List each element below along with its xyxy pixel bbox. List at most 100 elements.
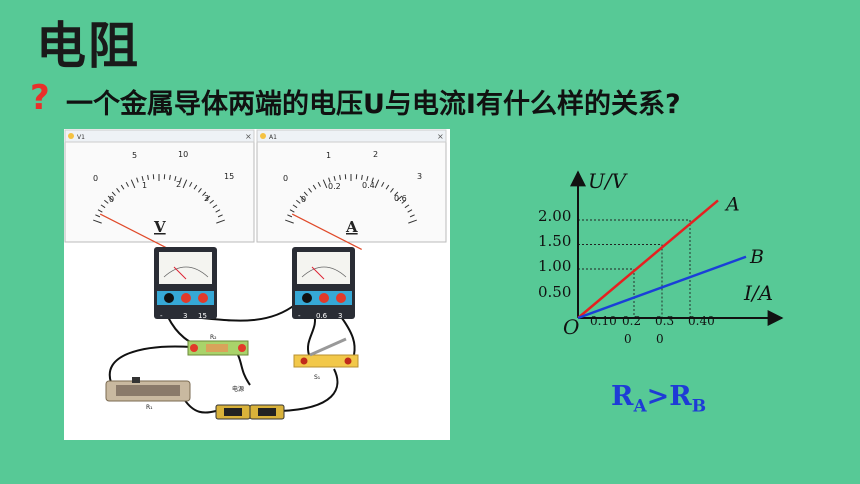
meter-tick — [182, 179, 188, 189]
y-axis-label: U/V — [588, 169, 629, 193]
meter-tick — [169, 174, 171, 180]
ammeter-scale-bottom-0: 0 — [301, 195, 306, 204]
bench-voltmeter: - 3 15 — [154, 247, 217, 320]
meter-tick — [408, 219, 417, 224]
bench-ammeter-terminal-3: 3 — [338, 312, 342, 320]
switch-s1: S₁ — [293, 337, 359, 381]
y-tick-0-50: 0.50 — [538, 283, 571, 301]
ammeter-needle — [291, 213, 362, 250]
meter-tick — [322, 179, 328, 189]
meter-tick — [308, 188, 312, 193]
series-b-line — [577, 255, 747, 320]
meter-tick — [130, 179, 136, 189]
meter-tick — [198, 188, 202, 193]
meter-tick — [216, 219, 225, 224]
meter-tick — [116, 188, 120, 193]
meter-tick — [317, 181, 321, 187]
meter-tick — [385, 184, 390, 190]
rheostat-r1-label: R₁ — [146, 404, 153, 411]
ammeter-frame — [256, 129, 447, 243]
meter-tick — [107, 195, 114, 202]
ammeter-scale-bottom-04: 0.4 — [362, 181, 375, 190]
voltmeter-scale-top-0: 0 — [93, 174, 98, 183]
battery-label: 电源 — [232, 385, 244, 393]
ammeter-titlebar — [256, 129, 447, 143]
ammeter-scale — [285, 174, 417, 224]
meter-tick — [381, 181, 385, 187]
ammeter-close-icon[interactable]: × — [437, 132, 444, 141]
voltmeter-scale-bottom-2: 2 — [176, 180, 181, 189]
meter-tick — [215, 209, 221, 213]
meter-tick — [97, 209, 103, 213]
x-tick-0-2-wrap: 0 — [624, 332, 632, 346]
x-tick-0-3-wrap: 0 — [656, 332, 664, 346]
meter-tick — [312, 184, 317, 190]
series-b-label: B — [749, 246, 764, 268]
page-title: 电阻 — [36, 17, 140, 75]
meter-tick — [401, 199, 406, 204]
origin-label: O — [563, 315, 579, 339]
result-formula: RA>RB — [611, 381, 706, 416]
meter-tick — [217, 214, 223, 218]
result-r-a: R — [611, 381, 634, 412]
meter-tick — [303, 191, 308, 197]
meter-tick — [202, 191, 207, 197]
meter-tick — [394, 191, 399, 197]
resistor-r2: R₂ — [187, 334, 249, 356]
voltmeter-scale-top-10: 10 — [178, 150, 188, 159]
question-text: 一个金属导体两端的电压U与电流I有什么样的关系? — [66, 89, 681, 120]
y-tick-2-00: 2.00 — [538, 207, 571, 225]
result-sub-b: B — [691, 396, 707, 417]
meter-tick — [174, 175, 177, 182]
meter-tick — [361, 174, 363, 180]
ammeter-window: A1 × 0 1 2 3 0 0.2 0.4 0.6 A — [256, 129, 447, 250]
ammeter-scale-top-1: 1 — [326, 151, 331, 160]
voltmeter-frame — [64, 129, 255, 243]
battery-pack: 电源 — [215, 385, 285, 420]
voltmeter-titlebar — [64, 129, 255, 143]
x-tick-0-40: 0.40 — [688, 314, 715, 328]
meter-tick — [292, 204, 298, 209]
meter-tick — [212, 204, 218, 209]
bench-ammeter-terminal-minus: - — [298, 312, 301, 320]
meter-tick — [100, 204, 106, 209]
voltmeter-scale-bottom-3: 3 — [204, 194, 209, 203]
meter-tick — [209, 199, 214, 204]
series-a-line — [577, 199, 719, 319]
meter-tick — [189, 181, 193, 187]
voltmeter-window: V1 × 0 5 10 15 0 1 2 3 V — [64, 129, 255, 250]
ammeter-unit: A — [345, 218, 358, 236]
meter-tick — [95, 214, 101, 218]
meter-tick — [333, 175, 336, 182]
x-tick-0-3: 0.3 — [655, 314, 674, 328]
meter-tick — [104, 199, 109, 204]
meter-tick — [339, 174, 341, 180]
meter-tick — [396, 195, 403, 202]
meter-tick — [193, 184, 198, 190]
result-sub-a: A — [633, 396, 647, 417]
meter-tick — [404, 204, 410, 209]
voltmeter-close-icon[interactable]: × — [245, 132, 252, 141]
meter-tick — [285, 219, 294, 224]
x-tick-0-10: 0.10 — [590, 314, 617, 328]
ammeter-scale-bottom-06: 0.6 — [394, 194, 407, 203]
bench-voltmeter-terminal-15: 15 — [198, 312, 207, 320]
meter-tick — [374, 179, 380, 189]
switch-s1-label: S₁ — [314, 374, 321, 381]
result-gt: > — [646, 381, 670, 412]
voltmeter-unit: V — [153, 218, 166, 236]
voltmeter-scale — [93, 174, 225, 224]
voltmeter-scale-bottom-1: 1 — [142, 181, 147, 190]
ammeter-bulb-icon — [260, 133, 266, 139]
series-a-label: A — [724, 193, 740, 215]
y-tick-1-50: 1.50 — [538, 232, 571, 250]
meter-tick — [120, 184, 125, 190]
meter-tick — [141, 175, 144, 182]
voltmeter-window-title: V1 — [77, 134, 85, 141]
ammeter-window-title: A1 — [269, 134, 277, 141]
meter-tick — [296, 199, 301, 204]
bench-ammeter: - 0.6 3 — [292, 247, 355, 320]
x-axis-label: I/A — [743, 281, 773, 305]
meter-tick — [147, 174, 149, 180]
voltmeter-scale-bottom-0: 0 — [109, 195, 114, 204]
